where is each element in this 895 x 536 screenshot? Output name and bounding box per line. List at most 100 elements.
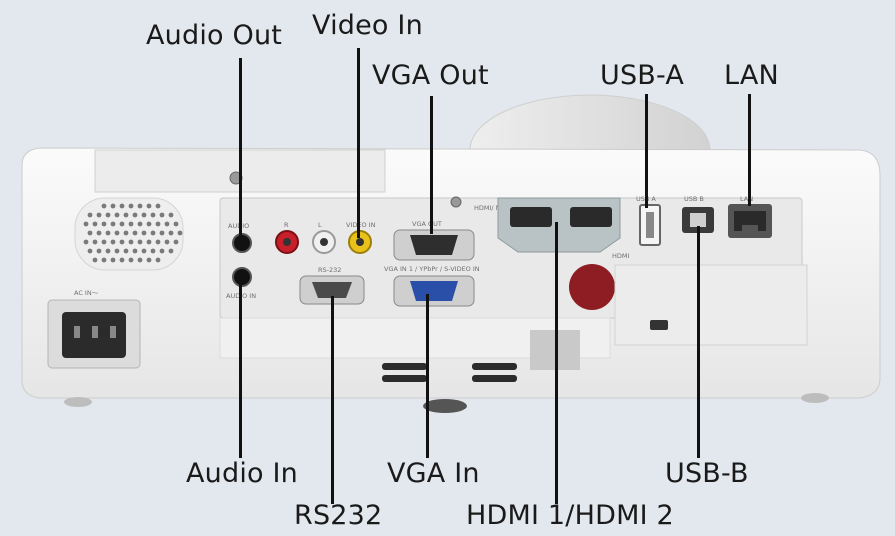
callout-rs232: RS232 xyxy=(294,500,383,531)
hdmi-2-port xyxy=(570,207,612,227)
vga-out-print: VGA OUT xyxy=(412,220,442,228)
speaker-hole xyxy=(168,248,174,254)
speaker-hole xyxy=(155,257,161,263)
ac-pin-3 xyxy=(110,326,116,338)
speaker-hole xyxy=(96,248,102,254)
speaker-hole xyxy=(128,239,134,245)
speaker-grille xyxy=(74,197,184,271)
speaker-hole xyxy=(110,239,116,245)
speaker-hole xyxy=(119,221,125,227)
speaker-hole xyxy=(137,221,143,227)
speaker-hole xyxy=(132,230,138,236)
callout-audio-in: Audio In xyxy=(186,458,298,489)
speaker-hole xyxy=(123,248,129,254)
leader-line-vga-in xyxy=(426,294,429,458)
speaker-hole xyxy=(159,212,165,218)
speaker-hole xyxy=(114,212,120,218)
kensington-slot xyxy=(650,320,668,330)
leader-line-audio-out xyxy=(239,58,242,238)
speaker-hole xyxy=(164,221,170,227)
vga-in-print: VGA IN 1 / YPbPr / S-VIDEO IN xyxy=(384,265,480,273)
speaker-hole xyxy=(132,212,138,218)
leader-line-video-in xyxy=(357,48,360,238)
usb-b-print: USB B xyxy=(684,195,704,203)
speaker-hole xyxy=(137,239,143,245)
leader-line-hdmi xyxy=(555,222,558,504)
speaker-hole xyxy=(87,248,93,254)
speaker-hole xyxy=(168,230,174,236)
hdmi-print: HDMI xyxy=(612,252,630,260)
speaker-hole xyxy=(101,257,107,263)
speaker-hole xyxy=(92,221,98,227)
speaker-hole xyxy=(159,230,165,236)
vent-slots xyxy=(382,363,517,382)
r-print: R xyxy=(284,221,289,229)
speaker-hole xyxy=(114,230,120,236)
speaker-hole xyxy=(96,230,102,236)
speaker-hole xyxy=(137,257,143,263)
speaker-hole xyxy=(141,248,147,254)
speaker-hole xyxy=(155,203,161,209)
speaker-hole xyxy=(110,203,116,209)
speaker-hole xyxy=(101,239,107,245)
speaker-hole xyxy=(123,230,129,236)
callout-video-in: Video In xyxy=(312,10,423,41)
ac-pin-1 xyxy=(74,326,80,338)
speaker-hole xyxy=(105,248,111,254)
speaker-hole xyxy=(119,203,125,209)
speaker-hole xyxy=(150,212,156,218)
speaker-hole xyxy=(119,239,125,245)
callout-vga-in: VGA In xyxy=(387,458,480,489)
video-in-print: VIDEO IN xyxy=(346,221,376,229)
rs232-print: RS-232 xyxy=(318,266,341,274)
callout-lan: LAN xyxy=(724,60,779,91)
ac-pin-2 xyxy=(92,326,98,338)
speaker-hole xyxy=(150,248,156,254)
speaker-hole xyxy=(159,248,165,254)
callout-usb-a: USB-A xyxy=(600,60,685,91)
speaker-hole xyxy=(92,257,98,263)
callout-vga-out: VGA Out xyxy=(372,60,489,91)
speaker-hole xyxy=(101,203,107,209)
speaker-hole xyxy=(173,239,179,245)
speaker-hole xyxy=(146,257,152,263)
speaker-hole xyxy=(146,239,152,245)
rs232-connector xyxy=(312,282,352,298)
audio-in-jack xyxy=(232,267,252,287)
l-print: L xyxy=(318,221,322,229)
leader-line-rs232 xyxy=(331,296,334,504)
audio-out-jack xyxy=(232,233,252,253)
speaker-hole xyxy=(92,239,98,245)
speaker-hole xyxy=(114,248,120,254)
hdmi-mhl-print: HDMI/ MHL xyxy=(474,204,510,212)
speaker-hole xyxy=(110,221,116,227)
speaker-hole xyxy=(150,230,156,236)
speaker-hole xyxy=(87,212,93,218)
vga-in-connector xyxy=(410,281,458,301)
lower-right-cover xyxy=(614,264,808,346)
leader-line-vga-out xyxy=(430,96,433,234)
callout-audio-out: Audio Out xyxy=(146,20,283,51)
speaker-hole xyxy=(164,239,170,245)
speaker-hole xyxy=(128,203,134,209)
speaker-hole xyxy=(110,257,116,263)
speaker-hole xyxy=(155,239,161,245)
leader-line-usb-a xyxy=(645,94,648,208)
speaker-hole xyxy=(141,230,147,236)
panel-screw xyxy=(450,196,462,208)
ir-sensor xyxy=(569,264,615,310)
leader-line-usb-b xyxy=(697,226,700,458)
callout-usb-b: USB-B xyxy=(665,458,749,489)
speaker-hole xyxy=(146,203,152,209)
speaker-holes xyxy=(83,203,183,263)
foot-right xyxy=(801,393,829,403)
foot-center xyxy=(423,399,467,413)
speaker-hole xyxy=(146,221,152,227)
lan-print: LAN xyxy=(740,195,753,203)
speaker-hole xyxy=(101,221,107,227)
ac-in-print: AC IN～ xyxy=(74,289,99,297)
speaker-hole xyxy=(87,230,93,236)
leader-line-audio-in xyxy=(239,280,242,458)
speaker-hole xyxy=(132,248,138,254)
